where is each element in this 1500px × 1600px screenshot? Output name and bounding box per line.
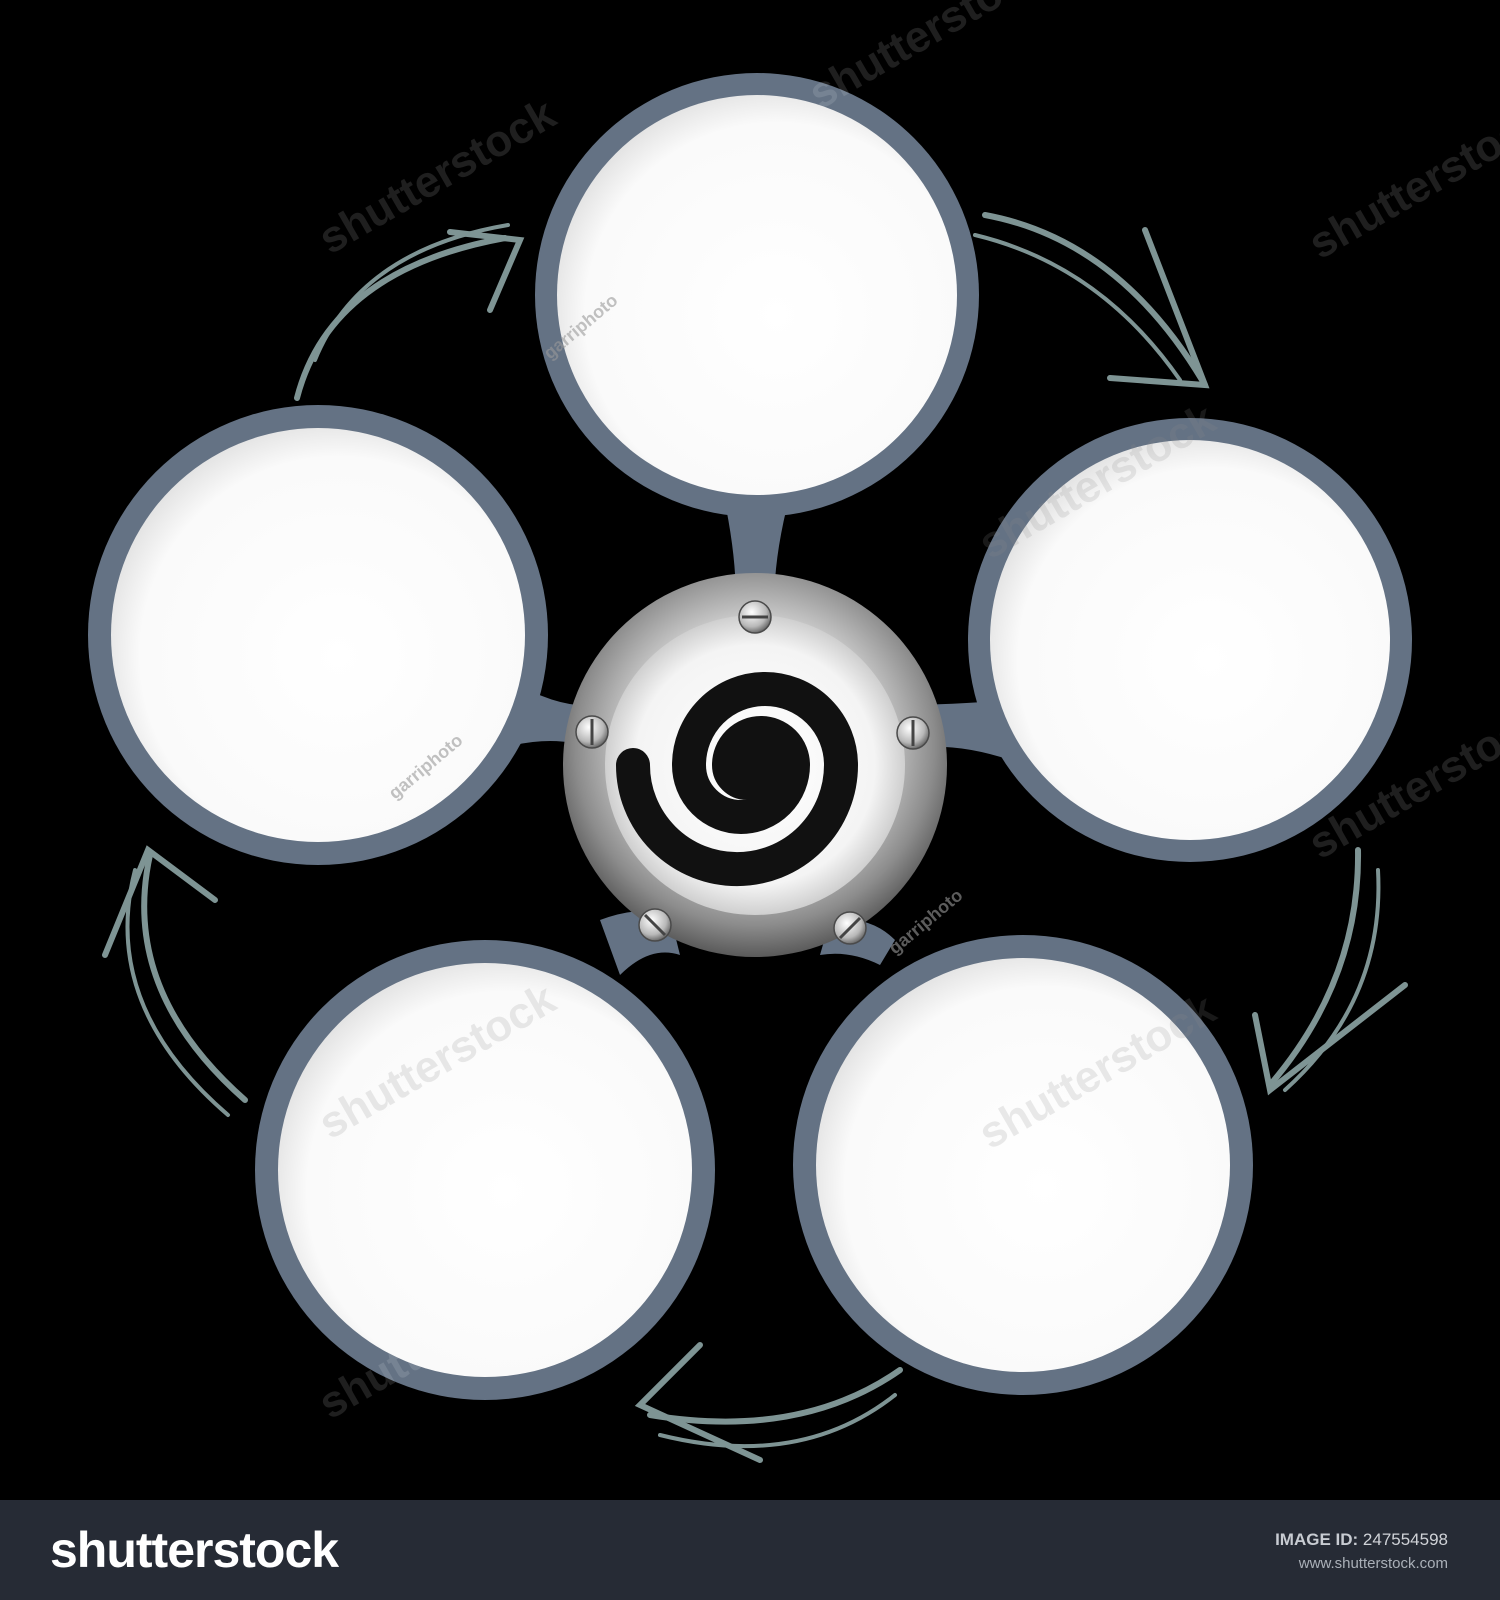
watermark-text: shutterstock: [1301, 94, 1500, 269]
node-left: [88, 405, 548, 865]
center-hub: [563, 573, 947, 957]
screw-bottomright: [833, 911, 867, 945]
node-bottomright: [793, 935, 1253, 1395]
screws: [575, 600, 930, 945]
screw-right: [896, 716, 930, 750]
nodes: [88, 73, 1412, 1400]
watermark-text: shutterstock: [801, 0, 1055, 119]
arrow-bottomright-to-bottomleft: [634, 1342, 903, 1463]
cycle-diagram: shutterstock shutterstock shutterstock s…: [88, 0, 1500, 1463]
footer-logo: shutterstock: [50, 1522, 339, 1578]
node-top: [535, 73, 979, 517]
cycle-arrows: [102, 212, 1408, 1463]
footer-url: www.shutterstock.com: [1298, 1555, 1448, 1572]
watermark-text: shutterstock: [311, 89, 565, 264]
image-id-label: IMAGE ID:: [1275, 1530, 1359, 1549]
arrow-right-to-bottomright: [1252, 847, 1408, 1096]
footer-bar: shutterstock IMAGE ID: 247554598 www.shu…: [0, 1500, 1500, 1600]
screw-top: [738, 600, 772, 634]
arrow-bottomleft-to-left: [102, 845, 248, 1117]
image-id-value: 247554598: [1362, 1530, 1448, 1549]
arrow-top-to-right: [973, 212, 1210, 389]
screw-bottomleft: [638, 908, 672, 942]
arrow-left-to-top: [294, 223, 525, 401]
screw-left: [575, 715, 609, 749]
node-right: [968, 418, 1412, 862]
node-bottomleft: [255, 940, 715, 1400]
image-id: IMAGE ID: 247554598: [1275, 1530, 1448, 1550]
spiral-icon: [616, 672, 859, 886]
